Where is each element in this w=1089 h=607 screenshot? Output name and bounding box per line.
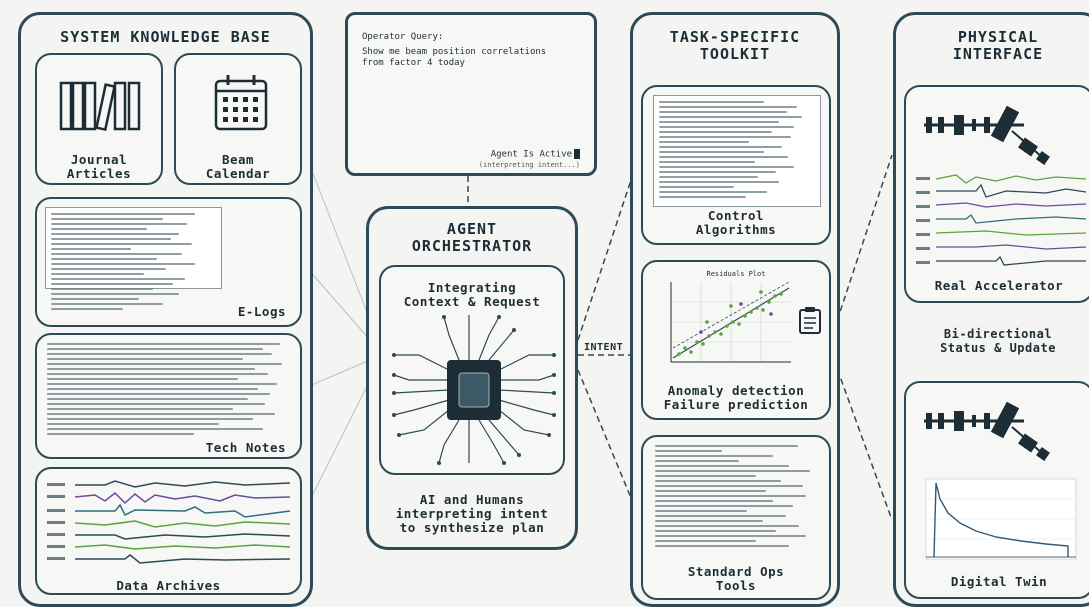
integrating-context-card: Integrating Context & Request <box>379 265 565 475</box>
control-algorithms-label: Control Algorithms <box>695 208 777 237</box>
cursor-icon <box>574 149 580 159</box>
standard-ops-label: Standard Ops Tools <box>687 564 785 593</box>
operator-query-text: Show me beam position correlations from … <box>362 47 547 68</box>
toolkit-panel: TASK-SPECIFIC TOOLKIT Control Algorithms… <box>630 12 840 607</box>
processor-chip-icon <box>392 315 556 465</box>
real-accelerator-card[interactable]: Real Accelerator <box>904 85 1089 303</box>
elogs-label: E-Logs <box>237 304 286 319</box>
standard-ops-card[interactable]: Standard Ops Tools <box>641 435 831 600</box>
anomaly-detection-label: Anomaly detection Failure prediction <box>663 383 809 412</box>
agent-status: Agent Is Active <box>491 149 580 160</box>
journal-articles-card[interactable]: Journal Articles <box>35 53 163 185</box>
scatter-plot <box>670 281 791 363</box>
orchestrator-caption: AI and Humans interpreting intent to syn… <box>395 492 549 535</box>
integrating-context-label: Integrating Context & Request <box>403 280 541 309</box>
beam-calendar-label: Beam Calendar <box>205 152 271 181</box>
elogs-card[interactable]: E-Logs <box>35 197 302 327</box>
residuals-chart-title: Residuals Plot <box>706 270 766 278</box>
bidirectional-label: Bi-directional Status & Update <box>940 327 1056 355</box>
data-archives-card[interactable]: Data Archives <box>35 467 302 595</box>
digital-twin-label: Digital Twin <box>950 574 1048 589</box>
digital-twin-card[interactable]: Digital Twin <box>904 381 1089 599</box>
control-code-lines <box>659 101 809 201</box>
intent-label: INTENT <box>584 342 624 353</box>
physical-interface-panel: PHYSICAL INTERFACE <box>893 12 1089 607</box>
archive-signal-traces <box>47 480 291 564</box>
tech-notes-text-lines <box>47 343 292 438</box>
operator-query-box[interactable]: Operator Query: Show me beam position co… <box>345 12 597 176</box>
agent-orchestrator-panel: AGENT ORCHESTRATOR Integrating Context &… <box>366 206 578 550</box>
agent-status-text: Agent Is Active <box>490 149 572 160</box>
twin-beamline-icon <box>924 401 1050 461</box>
control-algorithms-card[interactable]: Control Algorithms <box>641 85 831 245</box>
anomaly-detection-card[interactable]: Residuals Plot Anomaly detection Failure… <box>641 260 831 420</box>
toolkit-title: TASK-SPECIFIC TOOLKIT <box>669 28 801 63</box>
beam-calendar-card[interactable]: Beam Calendar <box>174 53 302 185</box>
operator-query-heading: Operator Query: <box>362 32 444 42</box>
decay-curve-plot <box>925 478 1077 560</box>
knowledge-base-title: SYSTEM KNOWLEDGE BASE <box>60 28 271 46</box>
tech-notes-label: Tech Notes <box>205 440 286 455</box>
knowledge-base-panel: SYSTEM KNOWLEDGE BASE Journal Articles B… <box>18 12 313 607</box>
orchestrator-title: AGENT ORCHESTRATOR <box>411 220 533 255</box>
real-accelerator-label: Real Accelerator <box>934 278 1064 293</box>
agent-status-sub: (interpreting intent...) <box>478 161 580 169</box>
books-icon <box>59 81 141 132</box>
tech-notes-card[interactable]: Tech Notes <box>35 333 302 459</box>
ops-code-lines <box>655 445 823 550</box>
beamline-icon <box>924 105 1050 165</box>
elogs-text-lines <box>51 213 211 313</box>
journal-articles-label: Journal Articles <box>66 152 132 181</box>
data-archives-label: Data Archives <box>116 578 221 593</box>
calendar-icon <box>214 75 268 131</box>
accelerator-signal-traces <box>916 174 1087 266</box>
clipboard-icon <box>799 307 821 334</box>
physical-interface-title: PHYSICAL INTERFACE <box>952 28 1044 63</box>
